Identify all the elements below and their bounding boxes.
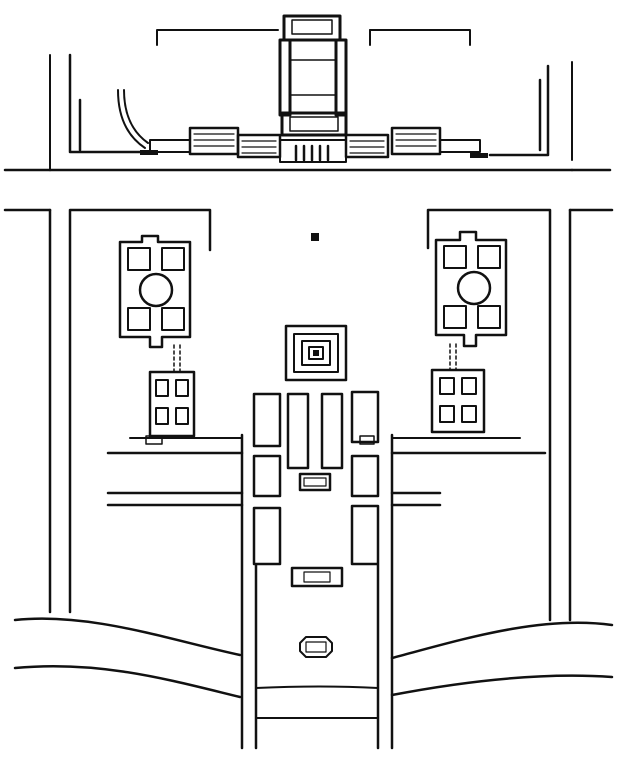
upper-road	[3, 168, 614, 212]
central-monument	[284, 324, 348, 382]
central-mall	[252, 390, 380, 658]
central-steps	[279, 139, 347, 163]
central-pavilion	[282, 14, 342, 42]
tower-left	[278, 38, 292, 117]
basin-middle	[290, 566, 344, 588]
wing-left	[188, 126, 240, 156]
river-bank-south-west	[13, 664, 242, 699]
west-road-inner	[68, 208, 212, 614]
monument-marker	[311, 233, 319, 241]
west-pavilion	[118, 234, 196, 445]
west-annex	[148, 370, 196, 438]
east-rotunda	[456, 270, 492, 306]
east-pavilion	[430, 230, 508, 434]
river	[13, 617, 614, 719]
curved-drive	[117, 89, 146, 149]
tower-right	[334, 38, 348, 117]
forecourt-wall-left	[156, 29, 279, 46]
park-block	[48, 208, 572, 622]
west-rotunda	[138, 272, 174, 308]
wing-right	[390, 126, 442, 156]
river-bank-north-east	[390, 621, 614, 660]
main-building-complex	[49, 14, 573, 171]
gate-left	[140, 150, 158, 155]
river-bank-north-west	[13, 617, 242, 657]
frontage-left	[68, 53, 142, 154]
east-road-inner	[426, 208, 552, 622]
forecourt-wall-right	[369, 29, 471, 46]
east-annex	[430, 368, 486, 434]
frontage-right	[488, 64, 550, 157]
gate-right	[470, 153, 488, 158]
fountain-lower	[299, 636, 333, 658]
basin-upper	[298, 472, 332, 492]
main-hall	[280, 111, 348, 137]
bridge	[255, 685, 379, 689]
